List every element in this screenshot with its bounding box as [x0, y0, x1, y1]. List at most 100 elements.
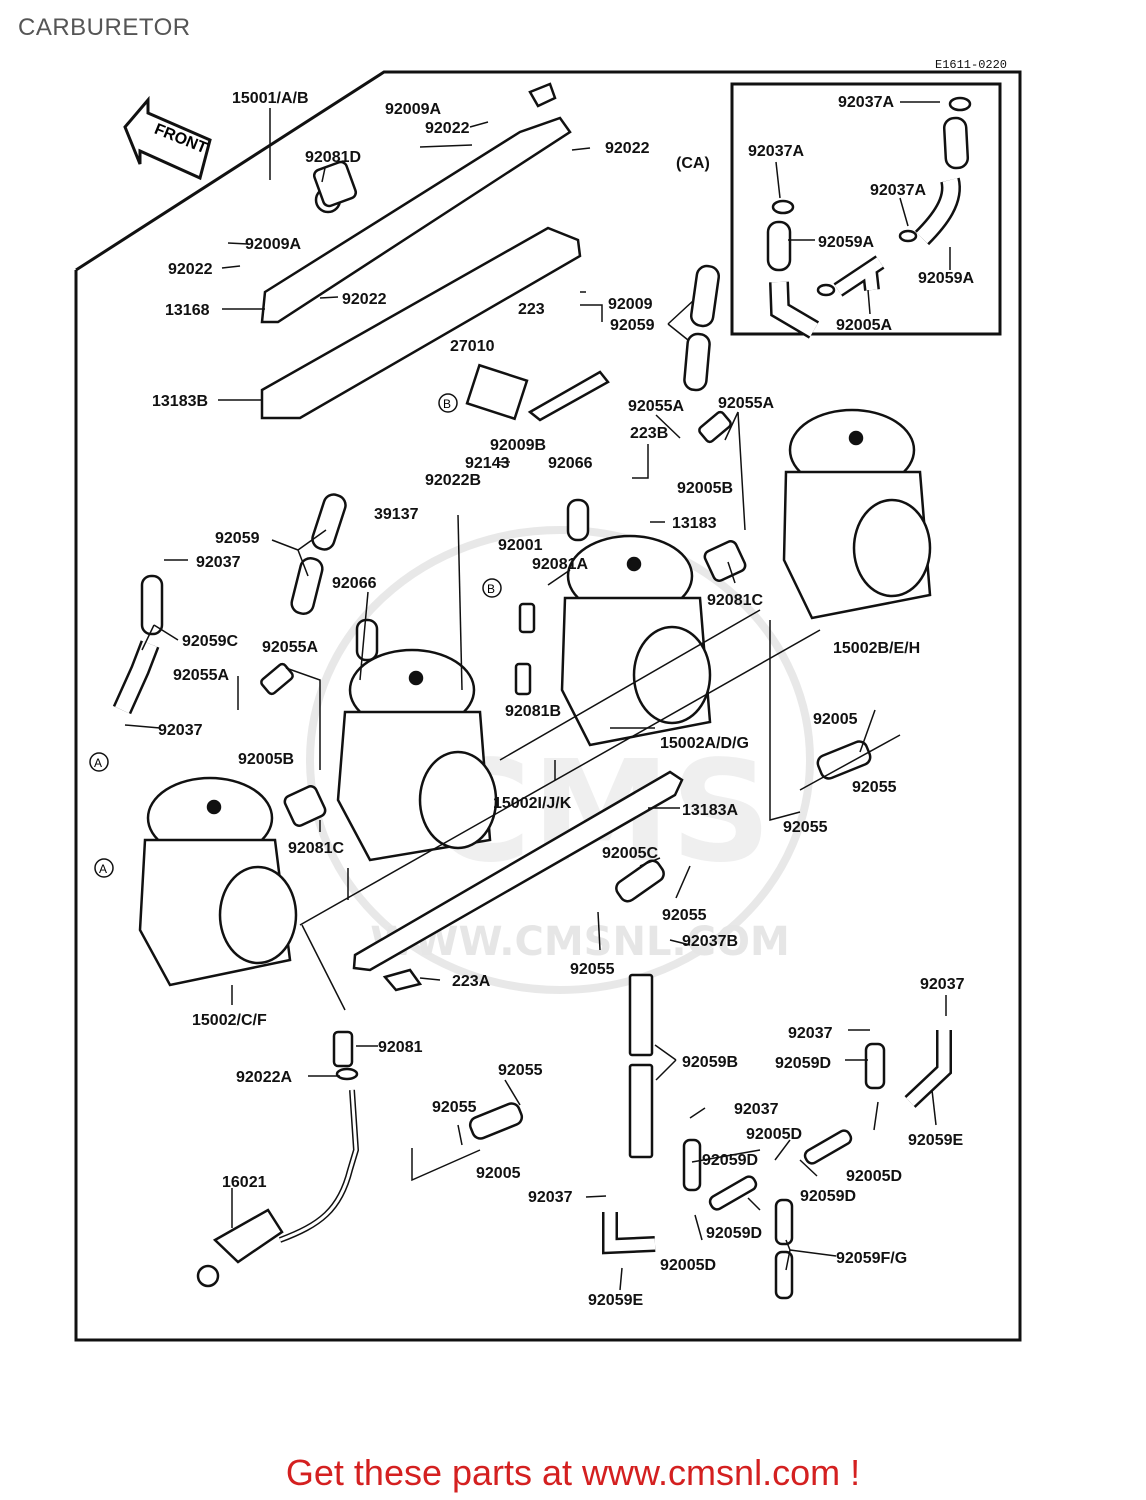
part-label-92059a-2: 92059A [918, 270, 974, 287]
part-label-92001: 92001 [498, 537, 543, 554]
part-label-15002beh: 15002B/E/H [833, 640, 920, 657]
parts-diagram: CMS WWW.CMSNL.COM E1611-0220 FRONT (CA) [74, 58, 1022, 1342]
part-label-92005b-2: 92005B [238, 751, 294, 768]
part-label-92009b: 92009B [490, 437, 546, 454]
lower-bracket-13183a [352, 770, 684, 992]
part-label-92055-b2: 92055 [432, 1099, 477, 1116]
part-label-92059b: 92059B [682, 1054, 738, 1071]
ref-a-2: A [99, 862, 107, 876]
part-label-92009a-top: 92009A [385, 101, 441, 118]
throttle-cable [196, 1067, 360, 1288]
part-label-92081c-2: 92081C [288, 840, 344, 857]
part-label-92055a-3: 92055A [262, 639, 318, 656]
part-label-13168: 13168 [165, 302, 210, 319]
ca-inset-frame [730, 82, 1002, 336]
part-label-92055-r4: 92055 [570, 961, 615, 978]
carburetor-4 [782, 408, 932, 620]
part-label-92081d: 92081D [305, 149, 361, 166]
ca-inset-label: (CA) [676, 155, 710, 172]
part-label-92059a-1: 92059A [818, 234, 874, 251]
part-label-92081: 92081 [378, 1039, 423, 1056]
part-label-92081b: 92081B [505, 703, 561, 720]
part-label-223b: 223B [630, 425, 668, 442]
part-label-92081c-1: 92081C [707, 592, 763, 609]
part-label-92022-right: 92022 [605, 140, 650, 157]
part-label-92037a-2: 92037A [748, 143, 804, 160]
part-label-92005a: 92005A [836, 317, 892, 334]
part-label-92059e-2: 92059E [588, 1292, 643, 1309]
part-label-92037a-1: 92037A [838, 94, 894, 111]
part-label-92066-1: 92066 [548, 455, 593, 472]
front-arrow-icon: FRONT [123, 95, 212, 181]
footer-link[interactable]: Get these parts at www.cmsnl.com ! [285, 1452, 861, 1493]
ref-b-2: B [487, 582, 495, 596]
part-label-92059d-3: 92059D [800, 1188, 856, 1205]
part-label-15001ab: 15001/A/B [232, 90, 309, 107]
part-label-92037-b4: 92037 [528, 1189, 573, 1206]
ca-hose-assembly [766, 96, 972, 339]
ref-a-1: A [94, 756, 102, 770]
part-label-92005-right: 92005 [813, 711, 858, 728]
part-label-92037-left: 92037 [196, 554, 241, 571]
carburetor-2 [336, 648, 498, 862]
part-label-92055-r3: 92055 [662, 907, 707, 924]
part-label-92059d-4: 92059D [706, 1225, 762, 1242]
part-label-92005d-1: 92005D [746, 1126, 802, 1143]
part-label-92081a: 92081A [532, 556, 588, 573]
part-label-92037a-3: 92037A [870, 182, 926, 199]
part-label-92022-top: 92022 [425, 120, 470, 137]
part-label-92037-left2: 92037 [158, 722, 203, 739]
vent-tubes [112, 264, 721, 715]
part-label-92022-mid: 92022 [342, 291, 387, 308]
main-frame [74, 70, 1022, 1342]
part-label-92059e-1: 92059E [908, 1132, 963, 1149]
part-label-92066-2: 92066 [332, 575, 377, 592]
part-label-13183b: 13183B [152, 393, 208, 410]
part-label-92059-top: 92059 [610, 317, 655, 334]
part-label-27010: 27010 [450, 338, 495, 355]
part-label-39137: 39137 [374, 506, 419, 523]
part-label-15002adg: 15002A/D/G [660, 735, 749, 752]
part-label-16021: 16021 [222, 1174, 267, 1191]
part-label-13183: 13183 [672, 515, 717, 532]
part-label-92055-b1: 92055 [498, 1062, 543, 1079]
carburetor-3 [560, 534, 712, 747]
part-label-92022a: 92022A [236, 1069, 292, 1086]
part-label-92059-left: 92059 [215, 530, 260, 547]
leader-lines [124, 101, 951, 1291]
part-label-92055-r2: 92055 [783, 819, 828, 836]
part-label-92005-b: 92005 [476, 1165, 521, 1182]
diagram-code: E1611-0220 [935, 58, 1007, 72]
part-label-92005c: 92005C [602, 845, 658, 862]
part-label-92055-r1: 92055 [852, 779, 897, 796]
fittings [260, 410, 952, 1300]
part-label-92022b: 92022B [425, 472, 481, 489]
part-label-92022-left: 92022 [168, 261, 213, 278]
part-label-92059fg: 92059F/G [836, 1250, 907, 1267]
part-label-92037-b3: 92037 [734, 1101, 779, 1118]
part-label-92143: 92143 [465, 455, 510, 472]
part-label-92055a-4: 92055A [173, 667, 229, 684]
carburetor-1 [138, 776, 298, 987]
part-label-92009: 92009 [608, 296, 653, 313]
page-title: CARBURETOR [18, 14, 191, 41]
part-label-92055a-2: 92055A [718, 395, 774, 412]
part-label-223: 223 [518, 301, 545, 318]
part-label-92005b-1: 92005B [677, 480, 733, 497]
part-label-92059d-2: 92059D [702, 1152, 758, 1169]
part-label-92055a-1: 92055A [628, 398, 684, 415]
part-label-13183a: 13183A [682, 802, 738, 819]
part-label-92059c: 92059C [182, 633, 238, 650]
part-label-92009a-mid: 92009A [245, 236, 301, 253]
part-label-92037-b1: 92037 [920, 976, 965, 993]
part-label-92005d-2: 92005D [846, 1168, 902, 1185]
ref-b-1: B [443, 397, 451, 411]
part-labels: 15001/A/B 92009A 92022 92022 92081D 9200… [152, 90, 974, 1309]
part-label-92005d-3: 92005D [660, 1257, 716, 1274]
part-label-92059d-1: 92059D [775, 1055, 831, 1072]
part-label-92037-b2: 92037 [788, 1025, 833, 1042]
part-label-15002cf: 15002/C/F [192, 1012, 267, 1029]
part-label-223a: 223A [452, 973, 491, 990]
reference-markers: B B A A [89, 393, 502, 878]
part-label-92037b: 92037B [682, 933, 738, 950]
